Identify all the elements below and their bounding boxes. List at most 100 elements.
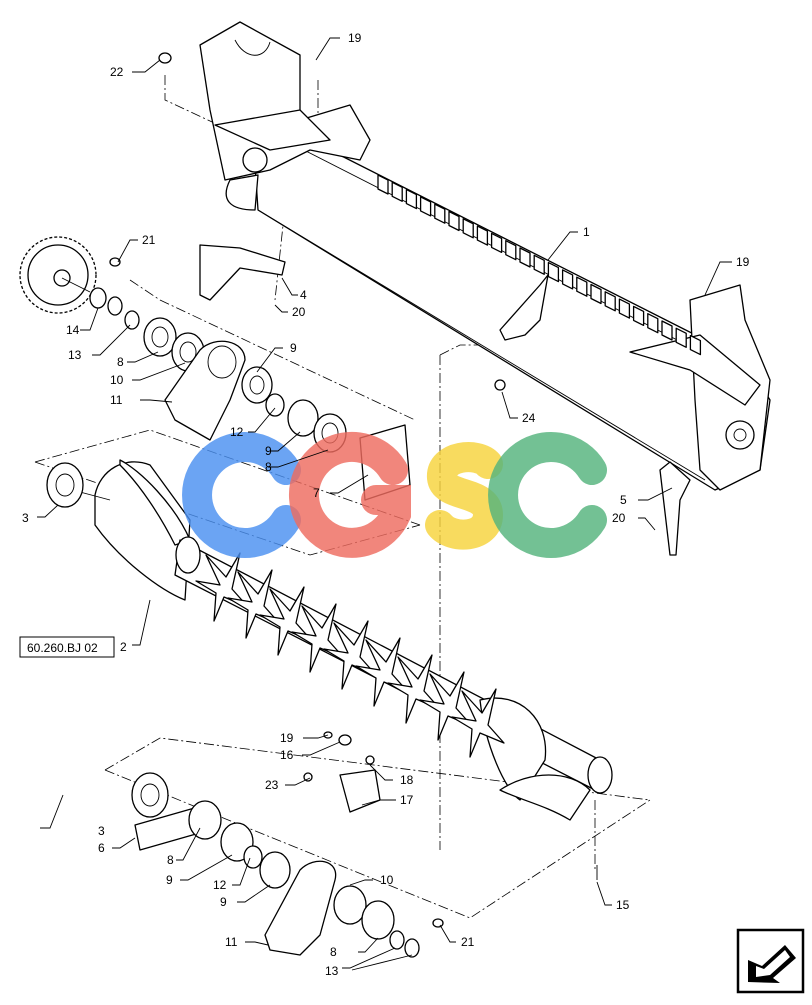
callout-19-top: 19 <box>348 31 362 45</box>
tooth-plate <box>647 313 659 334</box>
bearing-9-second <box>287 399 319 437</box>
tooth-plate <box>462 218 474 239</box>
callout-11-lower: 11 <box>225 935 238 949</box>
callout-15: 15 <box>616 898 630 912</box>
callout-1: 1 <box>583 225 590 239</box>
watermark-letter-c-green <box>488 432 607 558</box>
bolt-21-upper <box>109 257 121 267</box>
hardware-16-17-18-19-23 <box>303 379 598 880</box>
tooth-plate <box>505 240 517 261</box>
tooth-plate <box>661 320 673 341</box>
tooth-plate <box>590 283 602 305</box>
washer-13-upper <box>107 296 140 330</box>
callout-10-upper: 10 <box>110 373 124 387</box>
flange-8-lower-second <box>361 900 395 940</box>
bearing-9-lower-second <box>259 851 291 889</box>
callout-13-upper: 13 <box>68 348 82 362</box>
callout-13-lower: 13 <box>325 964 339 978</box>
flange-3-upper <box>46 462 84 508</box>
callout-22: 22 <box>110 65 124 79</box>
callout-3-lower: 3 <box>98 824 105 838</box>
deflector-5 <box>659 461 691 556</box>
callout-8-lower: 8 <box>167 853 174 867</box>
callout-9-upper: 9 <box>290 341 297 355</box>
arrow-back-icon[interactable] <box>736 928 805 994</box>
sprocket <box>19 236 97 314</box>
shield-11-upper <box>164 340 246 441</box>
bushing-14 <box>89 287 107 309</box>
callout-9-lower-second: 9 <box>220 895 227 909</box>
callout-3-upper: 3 <box>22 511 29 525</box>
callout-19-center: 19 <box>280 731 294 745</box>
tooth-plate <box>448 210 460 232</box>
tooth-plate <box>405 188 418 210</box>
bearing-flange-8-upper <box>143 317 177 357</box>
housing-assembly <box>199 21 771 491</box>
callout-4: 4 <box>300 288 307 302</box>
callout-6: 6 <box>98 841 105 855</box>
callout-8-lower-second: 8 <box>330 945 337 959</box>
tooth-plate <box>547 261 560 283</box>
tooth-plate <box>377 174 389 195</box>
cgsc-watermark <box>182 431 607 558</box>
watermark-letter-s-yellow <box>425 442 504 550</box>
tooth-plate <box>419 196 432 217</box>
callout-5: 5 <box>620 493 627 507</box>
tooth-plate <box>533 254 545 275</box>
callout-21-lower: 21 <box>461 935 475 949</box>
callout-leader-lines <box>37 37 732 971</box>
callout-14: 14 <box>66 323 80 337</box>
watermark-letter-c-blue <box>182 432 301 558</box>
tooth-plate <box>519 247 531 268</box>
bolt-22 <box>158 52 172 64</box>
callout-18: 18 <box>400 773 414 787</box>
callout-9-mid: 9 <box>265 444 272 458</box>
flange-8-lower <box>188 800 222 840</box>
callout-8-mid: 8 <box>265 460 272 474</box>
auger-paddle <box>451 688 505 758</box>
washer-13-lower <box>389 930 420 958</box>
shield-11-lower <box>264 860 337 956</box>
callout-20-right: 20 <box>612 511 626 525</box>
tooth-plate <box>618 298 631 319</box>
callout-19-right: 19 <box>736 255 750 269</box>
reference-box-frame <box>19 636 115 658</box>
reference-box-label[interactable]: 60.260.BJ 02 <box>27 641 98 655</box>
collar-12-lower <box>243 845 263 869</box>
callout-12-upper: 12 <box>230 425 244 439</box>
callout-24: 24 <box>522 411 536 425</box>
auger-paddle-set <box>195 552 505 758</box>
tooth-plate <box>561 269 574 290</box>
watermark-letter-g-red <box>288 431 411 558</box>
tooth-plate <box>675 327 687 348</box>
callout-11-upper: 11 <box>110 393 123 407</box>
tooth-plate <box>604 291 616 312</box>
tooth-plate <box>689 334 702 356</box>
callout-16: 16 <box>280 748 294 762</box>
tooth-plate <box>576 276 588 297</box>
bearing-flange-10-lower <box>333 885 367 925</box>
bolt-21-lower <box>432 918 444 928</box>
reference-box[interactable]: 60.260.BJ 02 <box>19 636 115 658</box>
callout-21-upper: 21 <box>142 233 156 247</box>
flange-3-lower <box>131 772 169 818</box>
tooth-plate <box>476 225 489 246</box>
callout-12-lower: 12 <box>213 878 227 892</box>
callout-9-lower: 9 <box>166 873 173 887</box>
housing-tooth-plates <box>377 174 702 356</box>
tooth-plate <box>434 203 446 224</box>
callout-10-lower: 10 <box>380 873 394 887</box>
callout-2: 2 <box>120 640 127 654</box>
callout-17: 17 <box>400 793 414 807</box>
callout-8-upper: 8 <box>117 355 124 369</box>
tooth-plate <box>391 181 403 202</box>
collar-12-upper <box>265 393 285 417</box>
callout-23: 23 <box>265 778 279 792</box>
tooth-plate <box>490 232 503 254</box>
tooth-plate <box>632 305 645 327</box>
bearing-9-upper <box>241 366 273 404</box>
scraper-plate-1 <box>499 274 549 341</box>
callout-20-upper: 20 <box>292 305 306 319</box>
